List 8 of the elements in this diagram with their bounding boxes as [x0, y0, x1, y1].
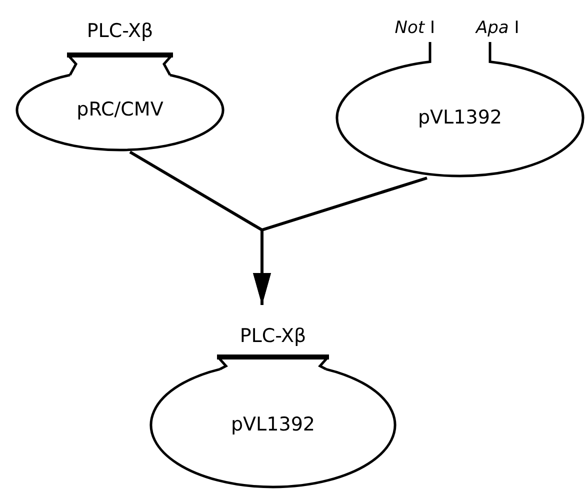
connector-arrow — [253, 176, 428, 305]
restriction-site-label: Apa I — [476, 20, 520, 37]
plasmid-label: pVL1392 — [231, 416, 315, 434]
insert-label: PLC-Xβ — [86, 22, 154, 41]
insert-label: PLC-Xβ — [240, 327, 306, 346]
restriction-site-label: Not I — [394, 20, 435, 37]
plasmid-label: pVL1392 — [418, 108, 502, 128]
plasmid-label: pRC/CMV — [76, 100, 164, 120]
